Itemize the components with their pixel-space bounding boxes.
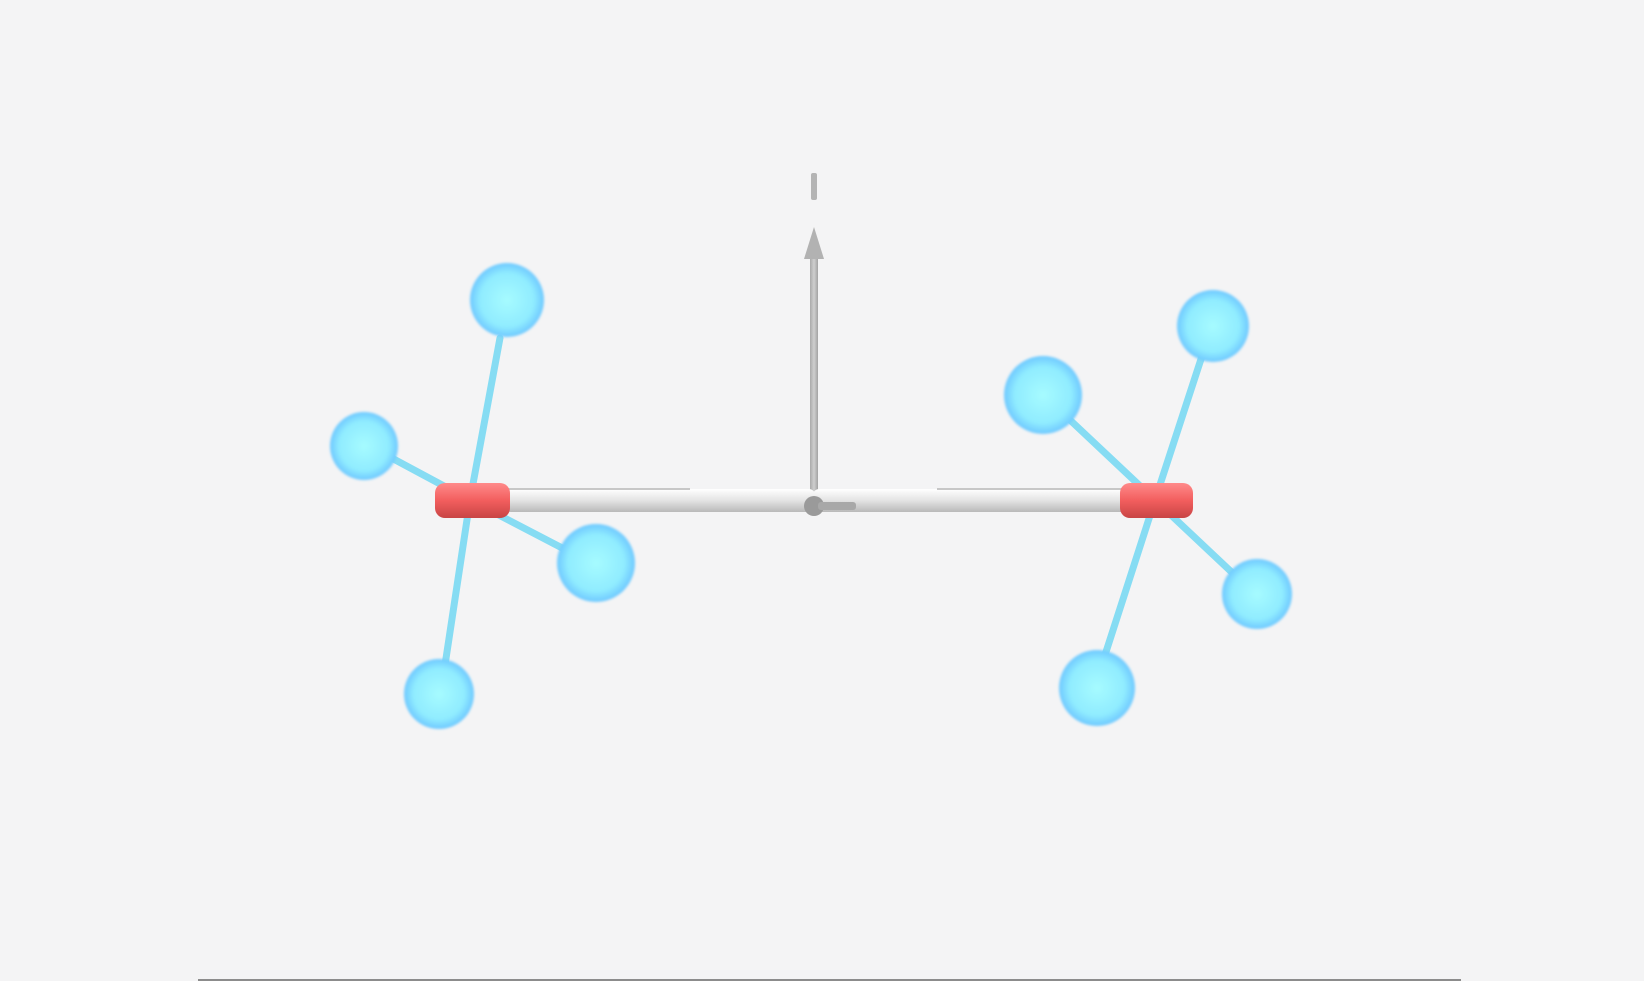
atom-right-top[interactable]	[1177, 290, 1249, 362]
bond-left-bottom	[441, 496, 474, 669]
atom-right-back[interactable]	[1004, 356, 1082, 434]
axis-arrowhead	[804, 227, 824, 259]
pivot-joint	[804, 496, 824, 516]
right-cluster-atoms	[1004, 290, 1292, 726]
axis-tick-mark	[811, 173, 817, 200]
central-rod	[505, 488, 1128, 512]
atom-left-front[interactable]	[557, 524, 635, 602]
axis-shaft	[810, 256, 818, 506]
atom-left-bottom[interactable]	[404, 659, 474, 729]
left-hub[interactable]	[435, 483, 510, 518]
rod-left-segment	[505, 489, 815, 512]
atom-left-top[interactable]	[470, 263, 544, 337]
vertical-axis	[804, 173, 824, 506]
rod-upper-edge-right	[937, 488, 1127, 490]
bond-left-top	[466, 334, 504, 504]
left-cluster-atoms	[330, 263, 635, 729]
rod-right-segment	[813, 489, 1128, 512]
atom-right-bottom[interactable]	[1059, 650, 1135, 726]
right-hub[interactable]	[1120, 483, 1193, 518]
atom-right-front[interactable]	[1222, 559, 1292, 629]
bottom-rule	[198, 979, 1461, 981]
pivot-stub	[818, 502, 856, 510]
bond-right-top	[1151, 349, 1207, 504]
rod-upper-edge-left	[505, 488, 690, 490]
atom-left-back[interactable]	[330, 412, 398, 480]
bond-right-bottom	[1101, 496, 1159, 659]
central-pivot[interactable]	[804, 496, 856, 516]
